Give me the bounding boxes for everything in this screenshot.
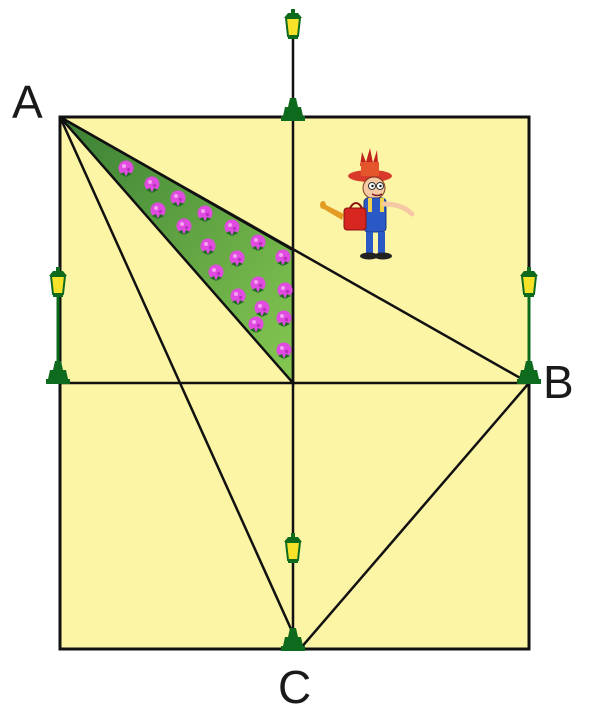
street-lamp-icon	[283, 8, 303, 40]
point-label-b: B	[543, 356, 574, 408]
point-label-c: C	[278, 661, 311, 713]
lamps	[46, 8, 541, 651]
line-a-b	[59, 115, 530, 385]
line-b-c	[299, 382, 530, 650]
street-lamp-icon	[281, 98, 305, 121]
point-label-a: A	[12, 76, 43, 128]
gardener-watering-can-icon	[320, 148, 415, 260]
